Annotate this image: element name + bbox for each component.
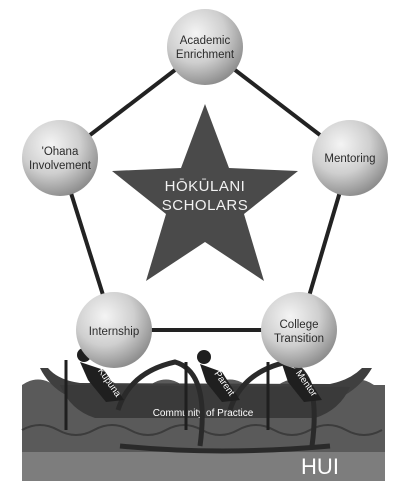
foundation-band [22, 452, 385, 481]
canoe-body [60, 385, 350, 418]
node-college-sphere [261, 292, 337, 368]
outrigger-float [119, 443, 331, 454]
paddler-kupuna-body [80, 362, 124, 402]
node-academic-line2: Enrichment [176, 49, 235, 61]
paddler-parent-head [197, 350, 211, 364]
node-mentoring-line1: Mentoring [324, 153, 375, 165]
paddler-parent-body [200, 364, 240, 402]
node-ohana-line2: Involvement [29, 160, 92, 172]
node-ohana-line1: 'Ohana [42, 146, 79, 158]
node-ohana-involvement: 'Ohana Involvement [22, 120, 98, 196]
node-academic-enrichment: Academic Enrichment [167, 9, 243, 85]
node-ohana-sphere [22, 120, 98, 196]
center-title-line1: HŌKŪLANI [165, 178, 246, 195]
foundation-label: HUI [301, 454, 339, 479]
node-college-line1: College [280, 319, 319, 331]
node-internship-sphere [76, 292, 152, 368]
node-mentoring-sphere [312, 120, 388, 196]
paddler-mentor-body [282, 364, 322, 402]
node-college-line2: Transition [274, 333, 324, 345]
outrigger-arm-front [115, 359, 205, 447]
node-mentoring: Mentoring [312, 120, 388, 196]
center-star [112, 104, 298, 281]
node-college-transition: College Transition [261, 292, 337, 368]
node-academic-sphere [167, 9, 243, 85]
node-internship-line1: Internship [89, 326, 140, 338]
node-academic-line1: Academic [180, 35, 231, 47]
center-title-line2: SCHOLARS [162, 197, 249, 214]
node-internship: Internship [76, 292, 152, 368]
